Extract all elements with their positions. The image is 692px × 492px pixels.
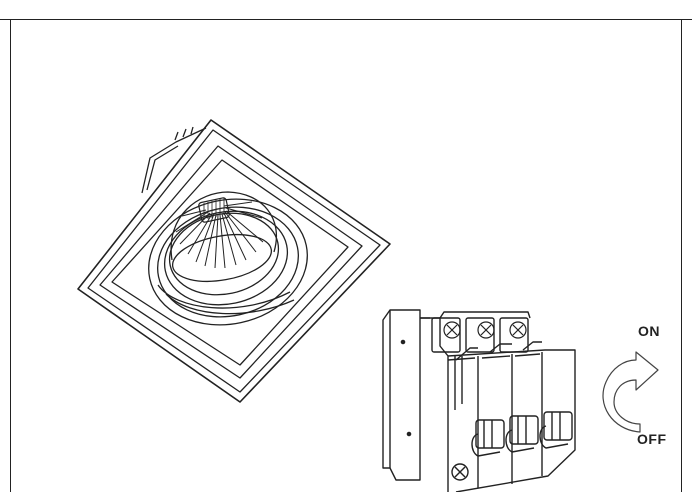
rotate-arrow-icon — [602, 351, 659, 433]
terminal-screws — [443, 321, 527, 339]
recessed-downlight-icon — [77, 119, 391, 403]
circuit-breaker-icon — [382, 309, 576, 492]
toggle-handles — [471, 411, 573, 457]
switch-on-label: ON — [638, 323, 660, 339]
figure-frame — [10, 20, 682, 492]
switch-off-label: OFF — [637, 431, 667, 447]
top-rule — [0, 0, 692, 20]
